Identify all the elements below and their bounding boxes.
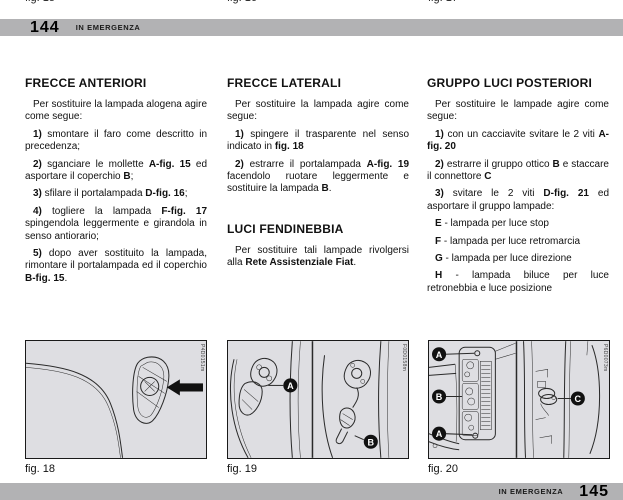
body-paragraph: H - lampada biluce per luce retronebbia … [427, 270, 609, 294]
section-heading: LUCI FENDINEBBIA [227, 221, 344, 236]
callout-a-bottom [432, 426, 447, 441]
clipped-caption-fig-17: fig. 17 [428, 0, 458, 4]
figure-18: P4D0151m fig. 18 [25, 340, 207, 475]
callout-c [570, 391, 585, 406]
header-section-label: IN EMERGENZA [75, 23, 141, 32]
rear-light-cluster-illustration: A B A [429, 341, 601, 458]
body-paragraph: 2) sganciare le mollette A-fig. 15 ed as… [25, 158, 208, 183]
figure-18-photo-code: P4D0151m [199, 344, 205, 372]
body-paragraph: Per sostituire tali lampade rivolgersi a… [227, 244, 409, 269]
body-paragraph: 1) spingere il trasparente nel senso ind… [227, 128, 410, 153]
side-indicator-lens-illustration [26, 356, 203, 458]
column-frecce-laterali: FRECCE LATERALI Per sostituire la lampada… [227, 76, 409, 275]
side-lamp-holder-illustration: A B [230, 341, 390, 458]
figure-19-photo-code: F0D0158m [401, 344, 407, 372]
figure-20: A B A [428, 340, 610, 475]
callout-c-label: C [575, 394, 582, 404]
body-paragraph: Per sostituire la lampada agire come seg… [227, 99, 409, 123]
body-paragraph: 3) svitare le 2 viti D-fig. 21 ed asport… [427, 188, 610, 212]
body-paragraph: E - lampada per luce stop [435, 218, 549, 230]
callout-b [363, 434, 378, 449]
callout-a-top [432, 347, 447, 362]
figure-18-caption: fig. 18 [25, 463, 55, 475]
callout-b [432, 389, 447, 404]
page-header-bar: 144 IN EMERGENZA [0, 19, 623, 36]
callout-a-bottom-label: A [436, 429, 443, 439]
footer-section-label: IN EMERGENZA [498, 487, 564, 496]
figure-19-caption: fig. 19 [227, 463, 257, 475]
figure-18-drawing: P4D0151m [25, 340, 207, 459]
callout-a-left [283, 378, 298, 393]
body-paragraph: 2) estrarre il portalampada A-fig. 19 fa… [227, 158, 410, 195]
body-paragraph: 3) sfilare il portalampada D-fig. 16; [33, 188, 188, 200]
body-paragraph: 1) con un cacciavite svitare le 2 viti A… [427, 128, 609, 153]
section-heading: FRECCE ANTERIORI [25, 76, 147, 90]
clipped-caption-fig-16: fig. 16 [227, 0, 257, 4]
callout-b-label: B [436, 392, 443, 402]
body-paragraph: 5) dopo aver sostituito la lampada, rimo… [25, 248, 208, 284]
body-paragraph: Per sostituire la lampada alogena agire … [25, 99, 207, 123]
page-footer-bar: IN EMERGENZA 145 [0, 483, 623, 500]
arrow-icon [166, 379, 203, 396]
body-paragraph: 2) estrarre il gruppo ottico B e staccar… [427, 158, 609, 183]
callout-a-top-label: A [436, 350, 443, 360]
figure-19: A B F0D0158m fig. 19 [227, 340, 409, 475]
figure-20-drawing: A B A [428, 340, 610, 459]
footer-page-number: 145 [579, 482, 609, 500]
callout-a-left-label: A [287, 381, 294, 391]
callout-b-label: B [368, 437, 375, 447]
body-paragraph: F - lampada per luce retromarcia [435, 235, 581, 247]
body-paragraph: 4) togliere la lampada F-fig. 17 spingen… [25, 205, 208, 242]
clipped-caption-fig-15: fig. 15 [25, 0, 55, 4]
section-heading: FRECCE LATERALI [227, 76, 342, 90]
body-paragraph: G - lampada per luce direzione [435, 253, 572, 265]
figure-20-photo-code: P6D0073m [602, 344, 608, 372]
body-paragraph: Per sostituire le lampade agire come seg… [427, 99, 609, 123]
figure-20-caption: fig. 20 [428, 463, 458, 475]
column-frecce-anteriori: FRECCE ANTERIORI Per sostituire la lampad… [25, 76, 207, 290]
section-heading: GRUPPO LUCI POSTERIORI [427, 76, 593, 90]
column-gruppo-luci-posteriori: GRUPPO LUCI POSTERIORI Per sostituire le … [427, 76, 609, 300]
body-paragraph: 1) smontare il faro come descritto in pr… [25, 128, 208, 153]
figure-19-drawing: A B F0D0158m [227, 340, 409, 459]
header-page-number: 144 [30, 18, 60, 36]
